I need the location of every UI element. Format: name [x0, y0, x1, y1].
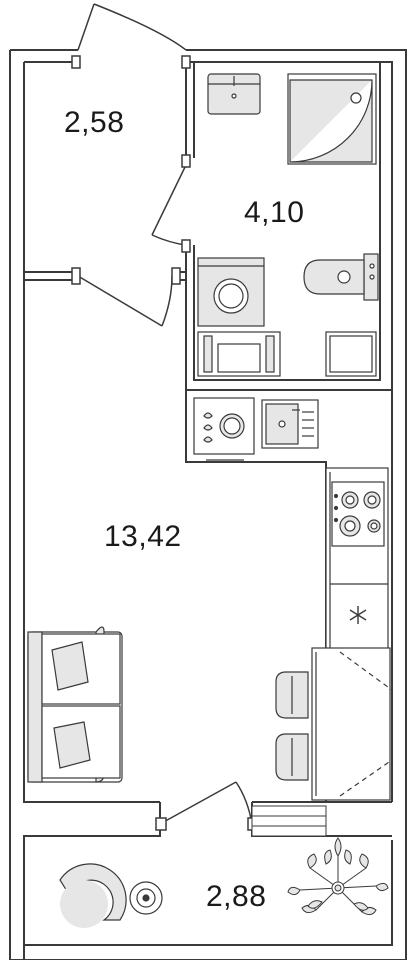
room-door-arc: [161, 275, 173, 327]
plant-icon: [287, 837, 389, 916]
bathroom-wall-left: [185, 62, 195, 158]
main-room-area-label: 13,42: [104, 520, 182, 553]
outer-wall-inner: [24, 61, 393, 802]
bathroom-fixtures: [197, 73, 379, 377]
bathroom-area-label: 4,10: [244, 196, 305, 229]
bathroom-wall-left-lower: [185, 62, 381, 390]
toilet-bowl: [303, 259, 365, 295]
pillow: [51, 641, 89, 691]
bathroom-door-leaf: [151, 164, 187, 236]
entrance-door-arc: [93, 3, 187, 51]
balcony-furniture: [59, 837, 389, 928]
outer-wall: [10, 49, 407, 960]
pillow: [53, 721, 91, 769]
cooktop: [331, 481, 385, 547]
sofa: [27, 626, 123, 783]
entrance-door-jamb-right: [181, 55, 191, 69]
balcony-door-jamb-left: [155, 817, 167, 831]
room-door-jamb-right: [171, 267, 181, 285]
entrance-door-leaf: [77, 3, 95, 51]
balcony-area-label: 2,88: [206, 880, 267, 913]
window-frame: [251, 805, 327, 837]
fridge-snowflake-icon: [349, 606, 367, 624]
shower-drain-icon: [350, 92, 362, 104]
dining-table: [311, 647, 391, 801]
bathroom-door-jamb-bottom: [181, 239, 191, 253]
hall-wall: [24, 271, 78, 281]
window: [251, 805, 327, 837]
hall-area-label: 2,58: [64, 106, 125, 139]
room-door-leaf: [77, 275, 163, 327]
walls: [9, 49, 407, 960]
bottom-wall: [23, 801, 161, 960]
kitchen-fixtures: [193, 397, 393, 801]
balcony-wall: [23, 840, 393, 946]
balcony-door-leaf: [159, 781, 237, 825]
entrance-door-jamb-left: [71, 55, 81, 69]
room-door-jamb-left: [71, 267, 81, 285]
bathroom-door-arc: [151, 234, 187, 246]
bathroom-door-jamb-top: [181, 154, 191, 168]
